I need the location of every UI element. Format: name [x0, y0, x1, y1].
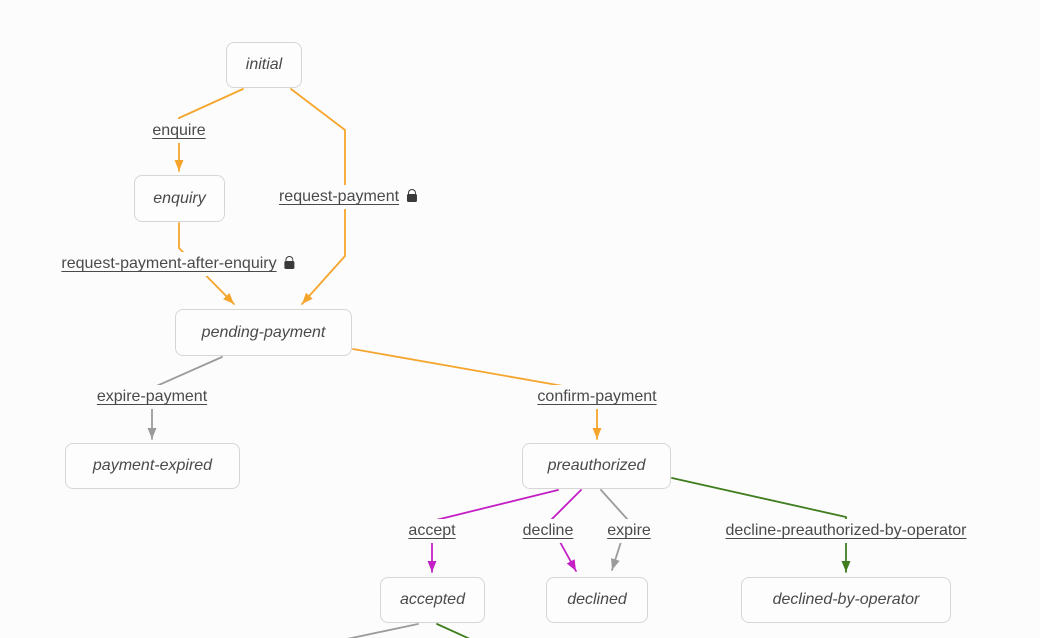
- edge-label-text: decline: [522, 522, 574, 539]
- edge-label-decline-preauthorized-by-operator[interactable]: decline-preauthorized-by-operator: [720, 519, 972, 543]
- edge-label-text: expire-payment: [96, 388, 208, 405]
- node-label: initial: [245, 56, 283, 73]
- edge-label-text: request-payment: [278, 188, 400, 205]
- node-payment-expired: payment-expired: [65, 443, 240, 489]
- edge-label-expire-payment[interactable]: expire-payment: [91, 385, 213, 409]
- edge-label-text: confirm-payment: [537, 388, 657, 405]
- edge-label-accept[interactable]: accept: [403, 519, 461, 543]
- node-label: pending-payment: [201, 323, 326, 341]
- edge-arrow-expire-payment: [147, 428, 157, 439]
- edge-label-expire[interactable]: expire: [602, 519, 656, 543]
- edge-label-text: enquire: [152, 122, 206, 139]
- node-label: payment-expired: [92, 457, 213, 474]
- edge-arrow-enquire: [174, 160, 184, 171]
- node-declined-by-operator: declined-by-operator: [741, 577, 951, 623]
- node-pending-payment: pending-payment: [175, 309, 352, 356]
- node-declined: declined: [546, 577, 648, 623]
- node-label: declined: [567, 591, 627, 608]
- edge-arrow-request-payment: [302, 292, 313, 304]
- lock-icon: [284, 256, 295, 269]
- edge-arrow-expire: [611, 558, 620, 570]
- node-enquiry: enquiry: [134, 175, 225, 222]
- node-preauthorized: preauthorized: [522, 443, 671, 489]
- node-label: accepted: [400, 591, 465, 608]
- edge-arrow-decline-preauthorized-by-operator: [841, 561, 851, 572]
- edge-label-confirm-payment[interactable]: confirm-payment: [532, 385, 662, 409]
- edge-label-decline[interactable]: decline: [517, 519, 579, 543]
- edge-arrow-decline: [566, 559, 576, 571]
- edge-label-text: request-payment-after-enquiry: [61, 255, 277, 272]
- edge-label-request-payment[interactable]: request-payment: [273, 185, 423, 209]
- edge-arrow-confirm-payment: [592, 428, 602, 439]
- edge-line-accepted-outgoing-left: [347, 623, 419, 638]
- node-label: preauthorized: [547, 457, 646, 474]
- edge-label-enquire[interactable]: enquire: [147, 119, 211, 143]
- node-label: enquiry: [153, 189, 206, 207]
- node-accepted: accepted: [380, 577, 485, 623]
- edge-label-request-payment-after-enquiry[interactable]: request-payment-after-enquiry: [56, 252, 300, 276]
- edge-label-text: expire: [607, 522, 651, 539]
- edge-arrow-accept: [427, 561, 437, 572]
- lock-icon: [407, 189, 418, 202]
- node-initial: initial: [226, 42, 302, 88]
- edge-label-text: accept: [408, 522, 456, 539]
- edge-arrow-request-payment-after-enquiry: [223, 292, 234, 304]
- edge-line-accepted-outgoing-right: [436, 623, 470, 638]
- node-label: declined-by-operator: [772, 591, 920, 608]
- edge-label-text: decline-preauthorized-by-operator: [725, 522, 967, 539]
